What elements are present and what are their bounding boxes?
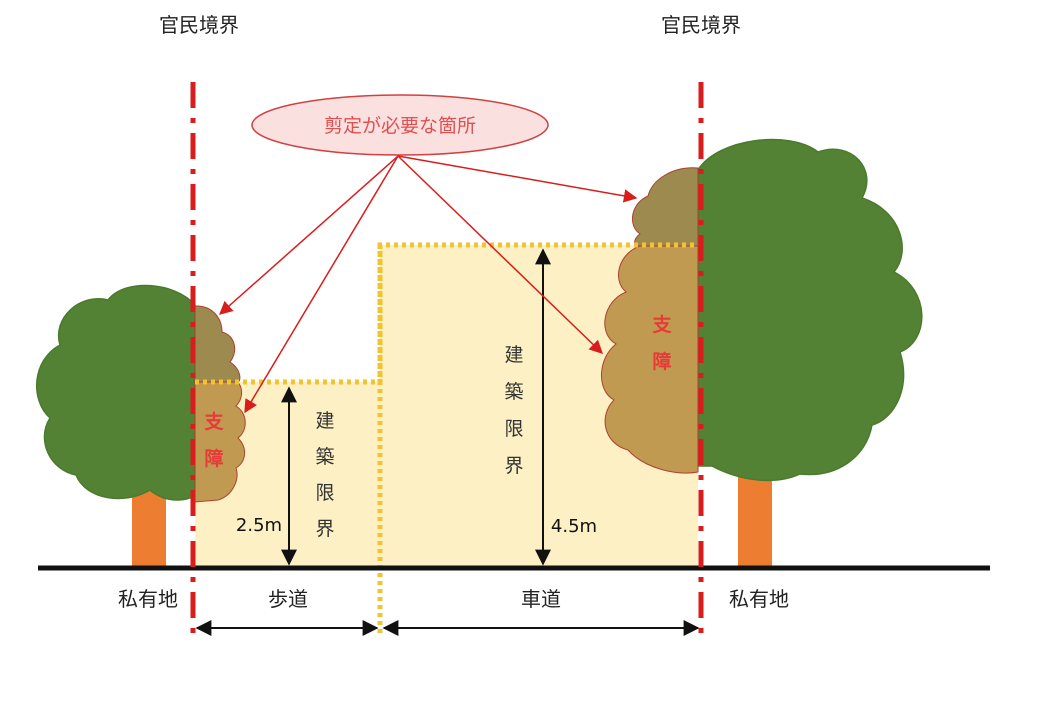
arrow-to-left-overhang bbox=[218, 155, 399, 315]
right-clearance-char: 建 bbox=[504, 344, 523, 366]
left-tree-trunk bbox=[132, 490, 166, 568]
sidewalk-label: 歩道 bbox=[268, 587, 308, 611]
left-clearance-char: 限 bbox=[315, 482, 334, 504]
arrow-to-right-overhang bbox=[397, 155, 638, 203]
left-tree bbox=[36, 284, 196, 568]
left-clearance-char: 界 bbox=[315, 518, 334, 540]
right-clearance-char: 限 bbox=[504, 418, 523, 440]
left-private-land-label: 私有地 bbox=[118, 587, 178, 611]
left-clearance-char: 築 bbox=[315, 446, 334, 468]
left-obstruction-label: 支 障 bbox=[203, 411, 224, 470]
pruning-callout-label: 剪定が必要な箇所 bbox=[324, 115, 476, 137]
roadway-label: 車道 bbox=[521, 587, 561, 611]
pruning-callout bbox=[251, 94, 549, 156]
left-height-label: 2.5m bbox=[236, 515, 282, 536]
callout-arrows bbox=[218, 155, 638, 414]
clearance-outline bbox=[195, 242, 698, 385]
left-obstruction-char: 支 bbox=[203, 411, 224, 433]
left-clearance-label: 建 築 限 界 bbox=[315, 410, 334, 540]
left-clearance-char: 建 bbox=[315, 410, 334, 432]
right-height-label: 4.5m bbox=[551, 516, 597, 537]
right-obstruction bbox=[601, 167, 699, 474]
right-private-land-label: 私有地 bbox=[729, 587, 789, 611]
right-boundary-label: 官民境界 bbox=[661, 13, 741, 37]
left-obstruction bbox=[194, 305, 246, 503]
left-obstruction-area bbox=[194, 381, 246, 503]
left-tree-foliage bbox=[36, 284, 196, 501]
arrow-to-right-obstruction bbox=[397, 155, 603, 354]
right-overhang-above-clearance bbox=[632, 167, 699, 247]
right-tree-foliage bbox=[697, 138, 923, 482]
right-obstruction-char: 支 bbox=[651, 314, 672, 336]
right-tree bbox=[697, 138, 923, 568]
right-obstruction-label: 支 障 bbox=[651, 314, 672, 373]
arrow-to-left-obstruction bbox=[244, 155, 399, 414]
right-obstruction-area bbox=[601, 245, 699, 474]
right-clearance-char: 界 bbox=[504, 455, 523, 477]
right-tree-trunk bbox=[738, 470, 772, 568]
right-clearance-label: 建 築 限 界 bbox=[504, 344, 523, 477]
right-obstruction-char: 障 bbox=[652, 350, 671, 373]
left-overhang-above-clearance bbox=[194, 305, 241, 383]
right-clearance-char: 築 bbox=[504, 381, 523, 403]
left-boundary-label: 官民境界 bbox=[159, 13, 239, 37]
left-obstruction-char: 障 bbox=[204, 447, 223, 470]
